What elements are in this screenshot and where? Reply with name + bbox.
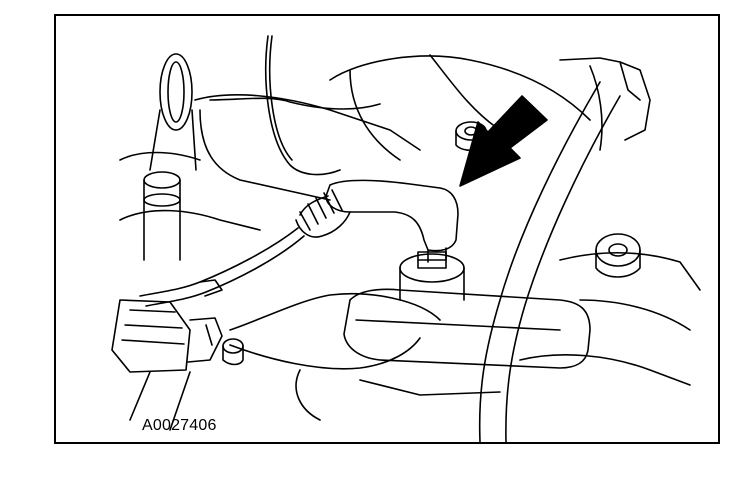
left-cylinder (143, 171, 181, 261)
foreground-arm (343, 288, 591, 369)
illustration-frame: A0027406 (54, 14, 720, 444)
wire-harness (139, 227, 305, 307)
sensor-connector-boot (295, 179, 459, 263)
figure-id-label: A0027406 (142, 417, 217, 434)
callout-arrow-icon (459, 95, 548, 187)
engine-line-drawing (111, 35, 701, 442)
engine-block-outline (119, 54, 701, 396)
lifting-ring (149, 53, 197, 171)
thin-wire (209, 35, 381, 176)
harness-connector (111, 299, 244, 431)
bracket-loop (229, 292, 441, 421)
mounting-boss (595, 233, 641, 278)
curved-pipe (478, 81, 621, 442)
